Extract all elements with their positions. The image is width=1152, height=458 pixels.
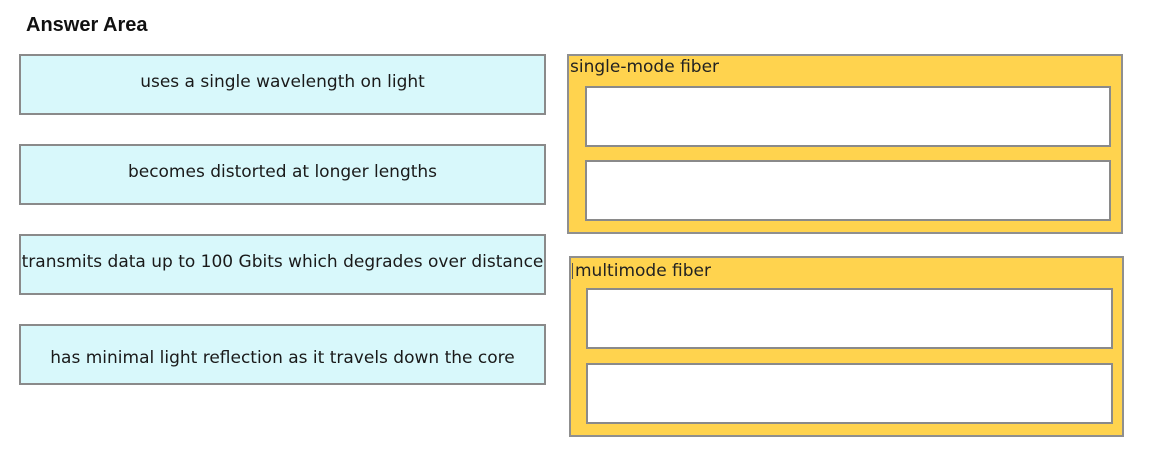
drag-item-label: has minimal light reflection as it trave… bbox=[50, 347, 515, 368]
drop-slot-single-mode-2[interactable] bbox=[585, 160, 1111, 221]
drag-item-distorted-longer-lengths[interactable]: becomes distorted at longer lengths bbox=[19, 144, 546, 205]
drag-item-label: transmits data up to 100 Gbits which deg… bbox=[21, 251, 544, 272]
target-group-label: single-mode fiber bbox=[570, 57, 720, 77]
target-group-single-mode-fiber: single-mode fiber bbox=[567, 54, 1123, 234]
answer-area-title: Answer Area bbox=[26, 14, 148, 36]
drop-slot-multimode-2[interactable] bbox=[586, 363, 1113, 424]
drag-item-minimal-reflection[interactable]: has minimal light reflection as it trave… bbox=[19, 324, 546, 385]
drag-item-single-wavelength[interactable]: uses a single wavelength on light bbox=[19, 54, 546, 115]
drag-item-label: becomes distorted at longer lengths bbox=[127, 161, 438, 182]
drop-slot-single-mode-1[interactable] bbox=[585, 86, 1111, 147]
drop-slot-multimode-1[interactable] bbox=[586, 288, 1113, 349]
drag-item-label: uses a single wavelength on light bbox=[140, 71, 425, 92]
target-group-label: multimode fiber bbox=[571, 261, 712, 281]
drag-item-100-gbits[interactable]: transmits data up to 100 Gbits which deg… bbox=[19, 234, 546, 295]
target-group-multimode-fiber: multimode fiber bbox=[569, 256, 1124, 437]
